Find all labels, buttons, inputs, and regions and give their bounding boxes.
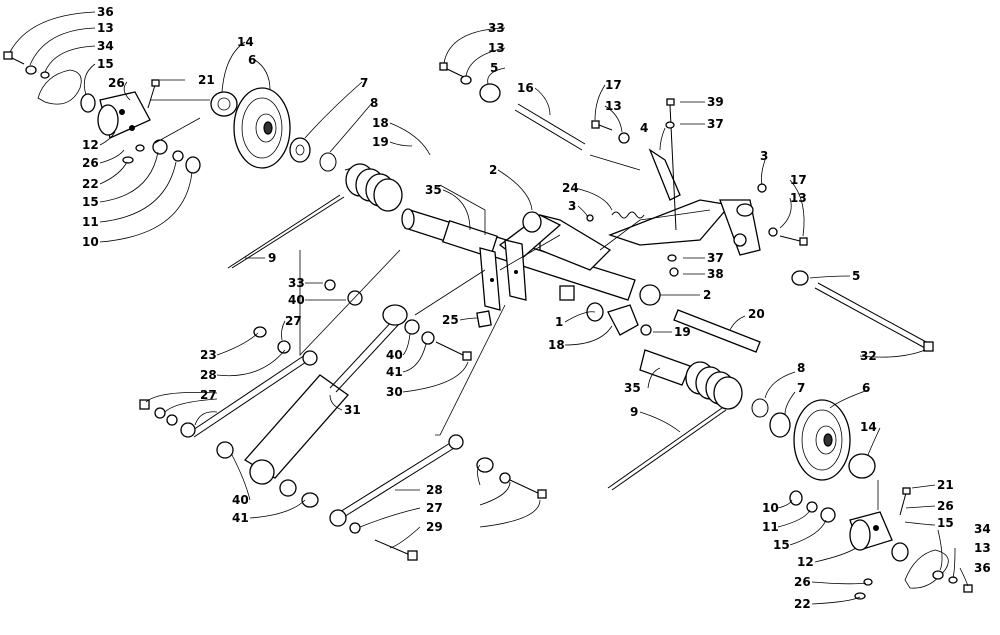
callout-label: 15	[773, 538, 790, 552]
callout-label: 13	[974, 541, 991, 555]
callout-label: 39	[707, 95, 724, 109]
callout-label: 13	[790, 191, 807, 205]
callout-label: 9	[268, 251, 276, 265]
callout-label: 37	[707, 251, 724, 265]
callout-label: 37	[707, 117, 724, 131]
callout-label: 32	[860, 349, 877, 363]
callout-label: 24	[562, 181, 579, 195]
callout-label: 26	[108, 76, 125, 90]
callout-label: 17	[790, 173, 807, 187]
callout-label: 17	[605, 78, 622, 92]
assembly-guide-lines	[150, 99, 879, 510]
callout-label: 13	[488, 41, 505, 55]
callout-label: 27	[426, 501, 443, 515]
left-torsion-spring	[227, 163, 403, 269]
callout-label: 13	[97, 21, 114, 35]
leader-lines	[9, 11, 969, 605]
callout-label: 29	[426, 520, 443, 534]
callout-label: 40	[232, 493, 249, 507]
callout-labels: 36 13 34 15 26 21 14 6 12 26 22 15 11 10…	[82, 5, 991, 611]
callout-label: 23	[200, 348, 217, 362]
callout-label: 34	[974, 522, 991, 536]
callout-label: 19	[674, 325, 691, 339]
callout-label: 10	[82, 235, 99, 249]
callout-label: 4	[640, 121, 648, 135]
callout-label: 27	[200, 388, 217, 402]
callout-label: 21	[198, 73, 215, 87]
callout-label: 8	[370, 96, 378, 110]
callout-label: 26	[794, 575, 811, 589]
callout-label: 7	[797, 381, 805, 395]
callout-label: 14	[237, 35, 254, 49]
callout-label: 22	[82, 177, 99, 191]
callout-label: 10	[762, 501, 779, 515]
callout-label: 25	[442, 313, 459, 327]
callout-label: 12	[82, 138, 99, 152]
callout-label: 15	[82, 195, 99, 209]
callout-label: 19	[372, 135, 389, 149]
callout-label: 1	[555, 315, 563, 329]
callout-label: 26	[82, 156, 99, 170]
callout-label: 41	[386, 365, 403, 379]
callout-label: 11	[82, 215, 99, 229]
right-wheel-assembly	[607, 304, 973, 600]
cross-shaft	[401, 208, 661, 328]
callout-label: 7	[360, 76, 368, 90]
callout-label: 30	[386, 385, 403, 399]
callout-label: 36	[974, 561, 991, 575]
callout-label: 28	[200, 368, 217, 382]
callout-label: 38	[707, 267, 724, 281]
callout-label: 12	[797, 555, 814, 569]
callout-label: 35	[624, 381, 641, 395]
callout-label: 40	[288, 293, 305, 307]
callout-label: 20	[748, 307, 765, 321]
callout-label: 18	[548, 338, 565, 352]
callout-label: 26	[937, 499, 954, 513]
callout-label: 33	[488, 21, 505, 35]
callout-label: 15	[97, 57, 114, 71]
callout-label: 22	[794, 597, 811, 611]
left-wheel-assembly	[3, 51, 337, 174]
callout-label: 3	[760, 149, 768, 163]
callout-label: 27	[285, 314, 302, 328]
callout-label: 8	[797, 361, 805, 375]
callout-label: 18	[372, 116, 389, 130]
callout-label: 21	[937, 478, 954, 492]
callout-label: 40	[386, 348, 403, 362]
callout-label: 9	[630, 405, 638, 419]
callout-label: 16	[517, 81, 534, 95]
callout-label: 33	[288, 276, 305, 290]
callout-label: 14	[860, 420, 877, 434]
callout-label: 34	[97, 39, 114, 53]
callout-label: 3	[568, 199, 576, 213]
callout-label: 2	[703, 288, 711, 302]
upper-bracket-assembly	[439, 62, 934, 353]
callout-label: 31	[344, 403, 361, 417]
callout-label: 41	[232, 511, 249, 525]
callout-label: 5	[490, 61, 498, 75]
callout-label: 6	[248, 53, 256, 67]
callout-label: 15	[937, 516, 954, 530]
callout-label: 28	[426, 483, 443, 497]
callout-label: 6	[862, 381, 870, 395]
callout-label: 35	[425, 183, 442, 197]
callout-label: 2	[489, 163, 497, 177]
shock-absorber-assembly	[139, 279, 547, 561]
callout-label: 11	[762, 520, 779, 534]
callout-label: 13	[605, 99, 622, 113]
callout-label: 5	[852, 269, 860, 283]
callout-label: 36	[97, 5, 114, 19]
